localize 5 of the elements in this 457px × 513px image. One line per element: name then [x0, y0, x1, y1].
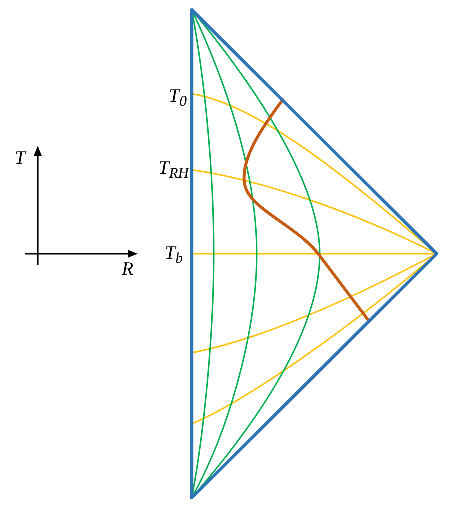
axis-label: T	[15, 149, 26, 168]
time-label: T$_{0}$	[169, 87, 187, 106]
axis-label: R	[122, 260, 134, 279]
time-label: T$_{b}$	[165, 244, 183, 263]
time-label: T$_{RH}$	[158, 159, 189, 178]
